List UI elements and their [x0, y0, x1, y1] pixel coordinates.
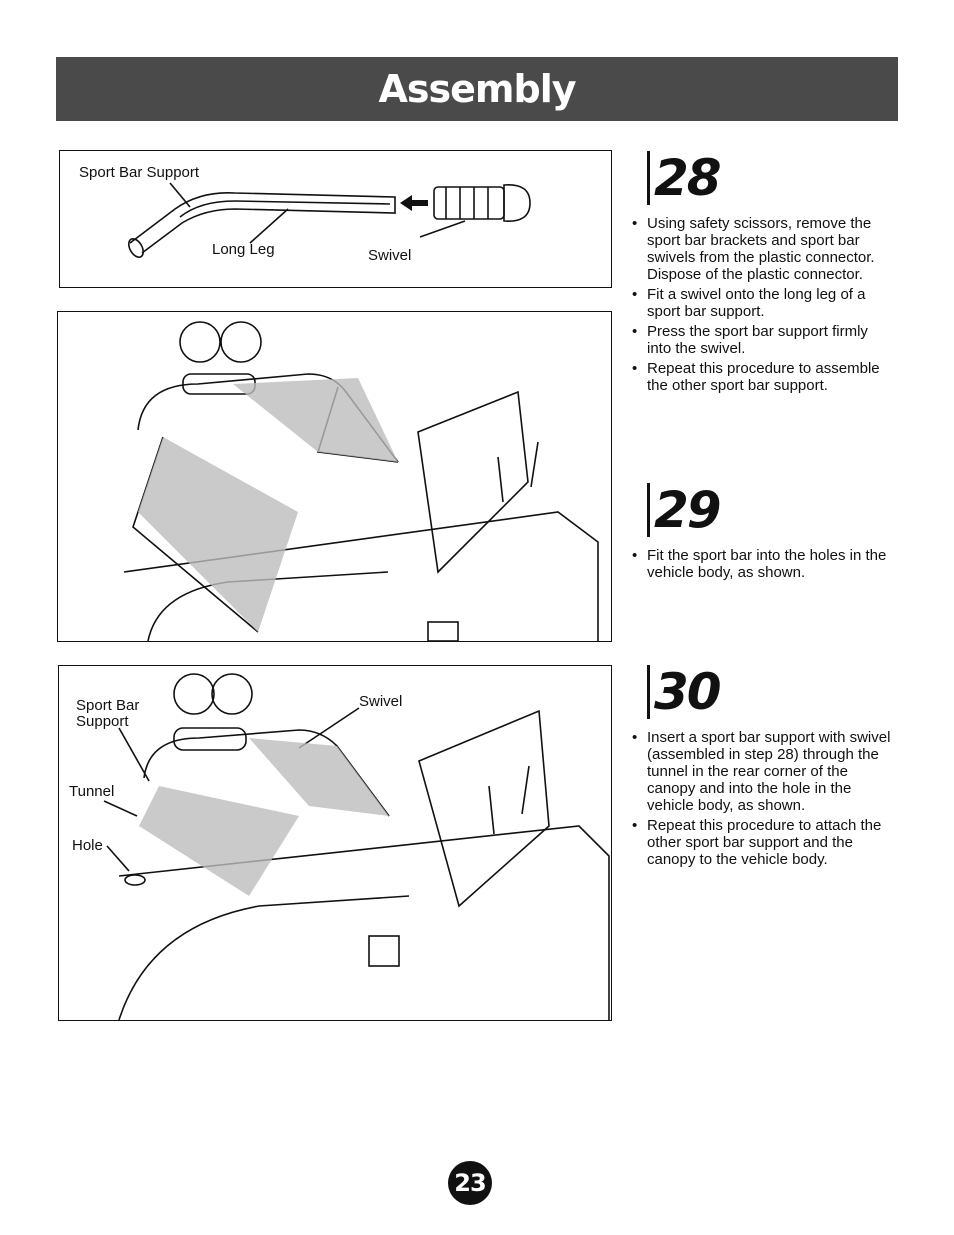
instruction-item: Using safety scissors, remove the sport … [632, 215, 894, 283]
page-header: Assembly [56, 57, 898, 121]
sport-bar-swivel-drawing [127, 182, 531, 258]
step-29: 29 Fit the sport bar into the holes in t… [632, 483, 894, 584]
label-swivel: Swivel [368, 247, 412, 264]
step-instructions: Insert a sport bar support with swivel (… [632, 729, 894, 868]
figure-sport-bar-in-vehicle [57, 311, 612, 642]
label-swivel-2: Swivel [359, 693, 403, 710]
label-long-leg: Long Leg [212, 241, 275, 258]
figure-sport-bar-swivel: Sport Bar Support Long Leg Swivel [59, 150, 612, 288]
page-number: 23 [448, 1161, 492, 1205]
step-number: 30 [654, 663, 722, 721]
vehicle-drawing-step-29 [123, 321, 599, 641]
instruction-item: Repeat this procedure to assemble the ot… [632, 360, 894, 394]
instruction-item: Fit a swivel onto the long leg of a spor… [632, 286, 894, 320]
step-number: 28 [654, 149, 722, 207]
instruction-item: Fit the sport bar into the holes in the … [632, 547, 894, 581]
page-title: Assembly [378, 67, 576, 111]
step-number-badge: 28 [647, 151, 894, 205]
step-number: 29 [654, 481, 722, 539]
label-tunnel: Tunnel [69, 783, 115, 800]
step-30: 30 Insert a sport bar support with swive… [632, 665, 894, 871]
vehicle-drawing-step-30 [103, 673, 610, 1020]
label-sport-bar-support: Sport Bar Support [79, 164, 200, 181]
instruction-item: Repeat this procedure to attach the othe… [632, 817, 894, 868]
instruction-item: Press the sport bar support firmly into … [632, 323, 894, 357]
step-instructions: Fit the sport bar into the holes in the … [632, 547, 894, 581]
label-hole: Hole [72, 837, 103, 854]
figure-tunnel-insertion: Sport Bar Support Swivel Tunnel Hole [58, 665, 612, 1021]
step-number-badge: 29 [647, 483, 894, 537]
step-instructions: Using safety scissors, remove the sport … [632, 215, 894, 394]
step-number-badge: 30 [647, 665, 894, 719]
step-28: 28 Using safety scissors, remove the spo… [632, 151, 894, 397]
label-sport-bar-support-2: Sport Bar Support [76, 697, 140, 730]
instruction-item: Insert a sport bar support with swivel (… [632, 729, 894, 814]
